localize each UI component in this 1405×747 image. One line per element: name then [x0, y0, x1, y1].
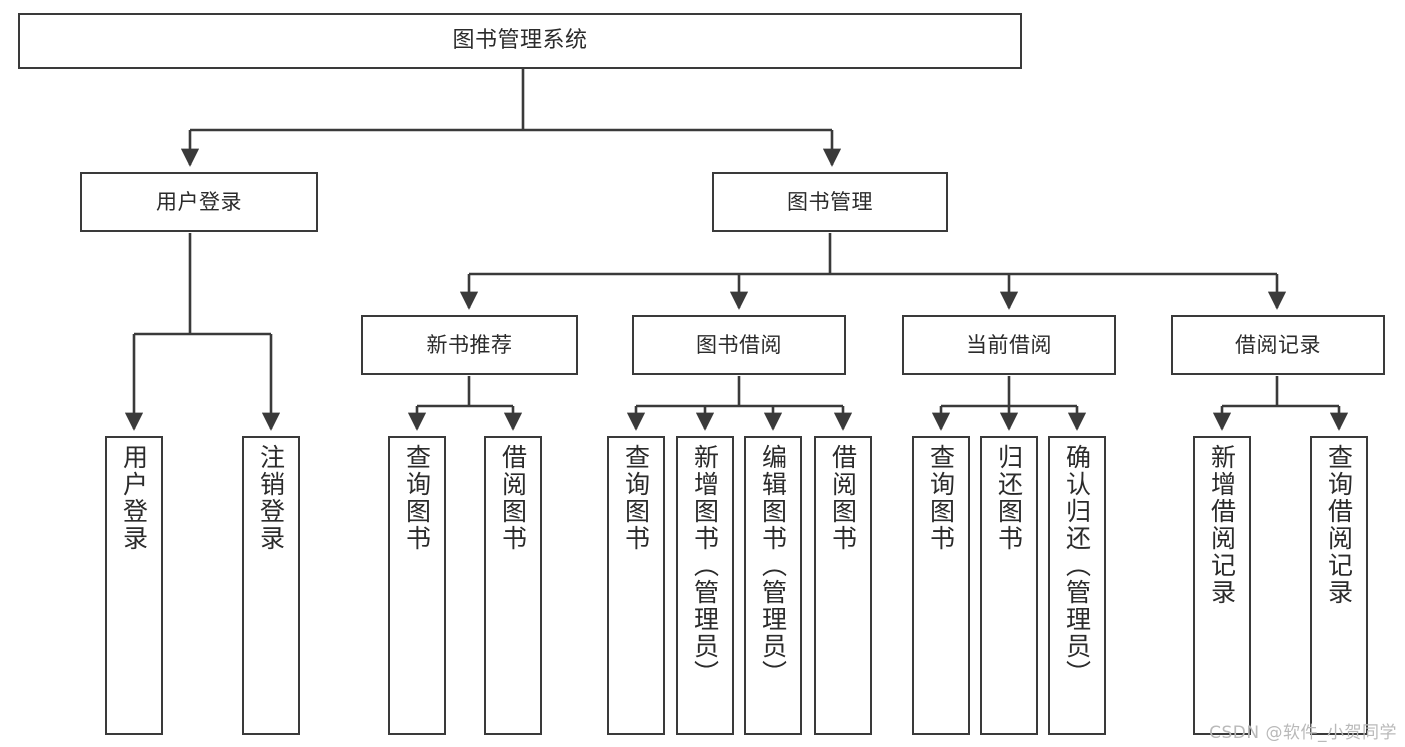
node-leaf-query-record-label: 查询借阅记录: [1324, 444, 1354, 606]
node-leaf-user-login[interactable]: 用户登录: [105, 436, 163, 735]
node-leaf-logout-login-label: 注销登录: [256, 444, 286, 552]
node-leaf-confirm-return-label: 确认归还（管理员）: [1062, 444, 1092, 687]
node-leaf-query-book-3-label: 查询图书: [926, 444, 956, 552]
node-leaf-add-book[interactable]: 新增图书（管理员）: [676, 436, 734, 735]
node-leaf-add-record[interactable]: 新增借阅记录: [1193, 436, 1251, 735]
node-book-manage-label: 图书管理: [787, 189, 873, 214]
node-new-book-recommend[interactable]: 新书推荐: [361, 315, 578, 375]
node-leaf-query-book-2-label: 查询图书: [621, 444, 651, 552]
node-borrow-record-label: 借阅记录: [1235, 332, 1321, 357]
node-leaf-add-record-label: 新增借阅记录: [1207, 444, 1237, 606]
node-leaf-borrow-book-1-label: 借阅图书: [498, 444, 528, 552]
node-leaf-return-book-label: 归还图书: [994, 444, 1024, 552]
node-user-login-label: 用户登录: [156, 189, 242, 214]
node-leaf-query-record[interactable]: 查询借阅记录: [1310, 436, 1368, 735]
node-leaf-edit-book-label: 编辑图书（管理员）: [758, 444, 788, 687]
node-book-borrow[interactable]: 图书借阅: [632, 315, 846, 375]
node-leaf-edit-book[interactable]: 编辑图书（管理员）: [744, 436, 802, 735]
node-leaf-query-book-1-label: 查询图书: [402, 444, 432, 552]
node-leaf-query-book-2[interactable]: 查询图书: [607, 436, 665, 735]
node-borrow-record[interactable]: 借阅记录: [1171, 315, 1385, 375]
node-leaf-return-book[interactable]: 归还图书: [980, 436, 1038, 735]
node-book-manage[interactable]: 图书管理: [712, 172, 948, 232]
node-leaf-borrow-book-2-label: 借阅图书: [828, 444, 858, 552]
node-current-borrow-label: 当前借阅: [966, 332, 1052, 357]
node-root-label: 图书管理系统: [452, 28, 588, 54]
node-root[interactable]: 图书管理系统: [18, 13, 1022, 69]
csdn-watermark: CSDN @软件_小贺同学: [1209, 723, 1397, 743]
node-leaf-query-book-3[interactable]: 查询图书: [912, 436, 970, 735]
node-current-borrow[interactable]: 当前借阅: [902, 315, 1116, 375]
node-leaf-borrow-book-2[interactable]: 借阅图书: [814, 436, 872, 735]
node-leaf-confirm-return[interactable]: 确认归还（管理员）: [1048, 436, 1106, 735]
node-user-login[interactable]: 用户登录: [80, 172, 318, 232]
node-new-book-recommend-label: 新书推荐: [426, 332, 513, 357]
node-leaf-add-book-label: 新增图书（管理员）: [690, 444, 720, 687]
node-leaf-user-login-label: 用户登录: [119, 444, 149, 552]
node-leaf-logout-login[interactable]: 注销登录: [242, 436, 300, 735]
node-book-borrow-label: 图书借阅: [696, 332, 782, 357]
node-leaf-borrow-book-1[interactable]: 借阅图书: [484, 436, 542, 735]
node-leaf-query-book-1[interactable]: 查询图书: [388, 436, 446, 735]
